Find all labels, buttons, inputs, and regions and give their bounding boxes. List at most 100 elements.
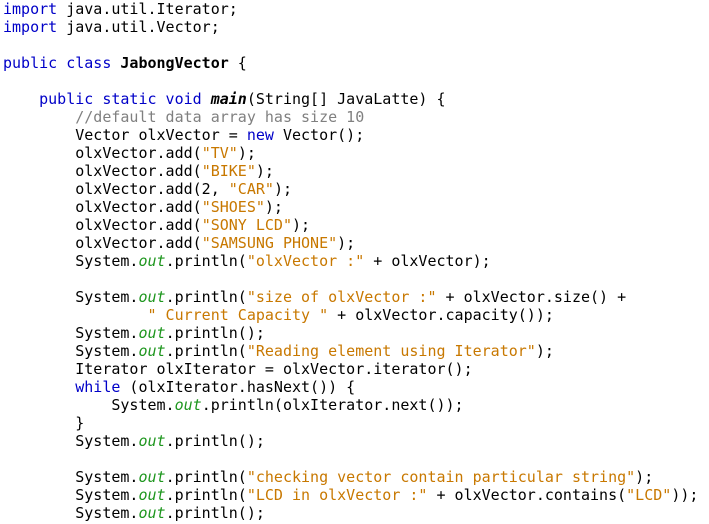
- code-text: Vector olxVector =: [3, 126, 247, 144]
- code-line: olxVector.add("TV");: [3, 144, 709, 162]
- code-text: }: [3, 414, 85, 432]
- code-text: + olxVector.capacity());: [328, 306, 554, 324]
- string-literal: "checking vector contain particular stri…: [246, 468, 636, 486]
- static-field-token: out: [138, 324, 166, 342]
- code-line: [3, 72, 709, 90]
- code-line: System.out.println();: [3, 432, 709, 450]
- code-text: .println();: [165, 504, 265, 522]
- code-text: java.util.Vector;: [57, 18, 220, 36]
- code-text: .println();: [165, 324, 265, 342]
- code-text: + olxVector.contains(: [427, 486, 627, 504]
- code-text: Vector();: [273, 126, 365, 144]
- code-line: import java.util.Iterator;: [3, 0, 709, 18]
- string-literal: "TV": [201, 144, 238, 162]
- method-name-token: main: [210, 90, 247, 108]
- keyword-token: while: [75, 378, 121, 396]
- code-line: [3, 36, 709, 54]
- static-field-token: out: [138, 252, 166, 270]
- code-text: olxVector.add(2,: [3, 180, 229, 198]
- code-line: [3, 450, 709, 468]
- code-text: + olxVector);: [364, 252, 491, 270]
- code-text: System.: [3, 252, 139, 270]
- code-text: );: [292, 216, 311, 234]
- code-text: .println(: [165, 342, 247, 360]
- string-literal: "olxVector :": [246, 252, 365, 270]
- code-line: [3, 270, 709, 288]
- string-literal: "Reading element using Iterator": [246, 342, 536, 360]
- code-line: System.out.println("olxVector :" + olxVe…: [3, 252, 709, 270]
- string-literal: "LCD in olxVector :": [246, 486, 428, 504]
- string-literal: "size of olxVector :": [246, 288, 437, 306]
- code-line: Vector olxVector = new Vector();: [3, 126, 709, 144]
- code-line: System.out.println("size of olxVector :"…: [3, 288, 709, 306]
- string-literal: "CAR": [228, 180, 274, 198]
- string-literal: " Current Capacity ": [147, 306, 329, 324]
- static-field-token: out: [138, 468, 166, 486]
- code-text: );: [337, 234, 356, 252]
- code-text: System.: [3, 288, 139, 306]
- static-field-token: out: [138, 342, 166, 360]
- string-literal: "LCD": [626, 486, 672, 504]
- code-text: .println(: [165, 288, 247, 306]
- static-field-token: out: [138, 486, 166, 504]
- code-text: );: [264, 198, 283, 216]
- code-text: [3, 306, 148, 324]
- code-text: .println(: [165, 486, 247, 504]
- code-text: System.: [3, 324, 139, 342]
- code-line: olxVector.add("SHOES");: [3, 198, 709, 216]
- keyword-token: public class: [3, 54, 112, 72]
- keyword-token: import: [3, 0, 58, 18]
- code-line: " Current Capacity " + olxVector.capacit…: [3, 306, 709, 324]
- code-text: olxVector.add(: [3, 216, 202, 234]
- code-line: System.out.println();: [3, 504, 709, 522]
- string-literal: "BIKE": [201, 162, 256, 180]
- code-text: [3, 378, 75, 396]
- code-text: System.: [3, 432, 139, 450]
- code-text: );: [237, 144, 256, 162]
- static-field-token: out: [174, 396, 202, 414]
- code-text: System.: [3, 396, 175, 414]
- code-text: .println(olxIterator.next());: [201, 396, 464, 414]
- code-text: );: [273, 180, 292, 198]
- code-text: (olxIterator.hasNext()) {: [120, 378, 356, 396]
- code-line: public static void main(String[] JavaLat…: [3, 90, 709, 108]
- code-text: Iterator olxIterator = olxVector.iterato…: [3, 360, 473, 378]
- code-text: System.: [3, 504, 139, 522]
- code-text: olxVector.add(: [3, 162, 202, 180]
- code-text: System.: [3, 468, 139, 486]
- string-literal: "SONY LCD": [201, 216, 292, 234]
- static-field-token: out: [138, 504, 166, 522]
- code-line: olxVector.add("BIKE");: [3, 162, 709, 180]
- string-literal: "SAMSUNG PHONE": [201, 234, 338, 252]
- code-text: .println(: [165, 252, 247, 270]
- code-line: //default data array has size 10: [3, 108, 709, 126]
- code-text: + olxVector.size() +: [436, 288, 627, 306]
- code-text: (String[] JavaLatte) {: [246, 90, 446, 108]
- code-line: olxVector.add(2, "CAR");: [3, 180, 709, 198]
- code-text: );: [535, 342, 554, 360]
- code-text: olxVector.add(: [3, 144, 202, 162]
- code-text: );: [635, 468, 654, 486]
- string-literal: "SHOES": [201, 198, 265, 216]
- static-field-token: out: [138, 432, 166, 450]
- code-line: }: [3, 414, 709, 432]
- code-text: [3, 108, 75, 126]
- code-text: .println(: [165, 468, 247, 486]
- keyword-token: import: [3, 18, 58, 36]
- code-text: olxVector.add(: [3, 234, 202, 252]
- code-text: java.util.Iterator;: [57, 0, 238, 18]
- code-text: [202, 90, 211, 108]
- keyword-token: new: [246, 126, 274, 144]
- code-line: System.out.println(olxIterator.next());: [3, 396, 709, 414]
- static-field-token: out: [138, 288, 166, 306]
- code-text: [3, 90, 39, 108]
- code-text: olxVector.add(: [3, 198, 202, 216]
- code-text: );: [255, 162, 274, 180]
- code-line: import java.util.Vector;: [3, 18, 709, 36]
- code-line: Iterator olxIterator = olxVector.iterato…: [3, 360, 709, 378]
- comment-token: //default data array has size 10: [75, 108, 365, 126]
- keyword-token: public static void: [39, 90, 202, 108]
- code-line: olxVector.add("SONY LCD");: [3, 216, 709, 234]
- code-text: .println();: [165, 432, 265, 450]
